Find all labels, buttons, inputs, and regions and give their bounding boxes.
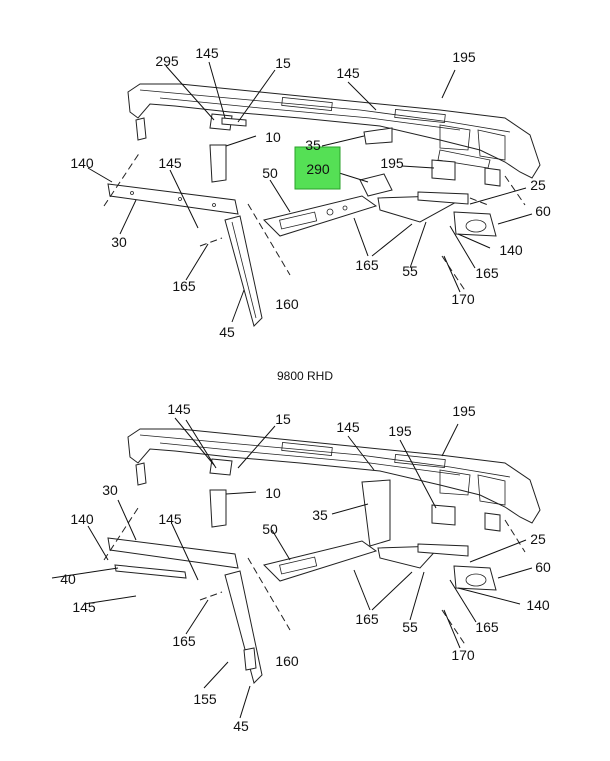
top-label-15: 15 xyxy=(275,55,291,71)
top-label-165: 165 xyxy=(475,265,499,281)
top-label-295: 295 xyxy=(155,53,179,69)
bottom-label-10: 10 xyxy=(265,485,281,501)
bottom-label-15: 15 xyxy=(275,411,291,427)
bottom-label-145: 145 xyxy=(158,511,182,527)
top-label-145: 145 xyxy=(158,155,182,171)
top-label-10: 10 xyxy=(265,129,281,145)
top-label-140: 140 xyxy=(499,242,523,258)
top-label-165: 165 xyxy=(355,257,379,273)
bottom-label-195: 195 xyxy=(452,403,476,419)
top-label-145: 145 xyxy=(195,45,219,61)
bottom-label-55: 55 xyxy=(402,619,418,635)
bottom-label-145: 145 xyxy=(336,419,360,435)
bottom-label-165: 165 xyxy=(355,611,379,627)
bottom-label-50: 50 xyxy=(262,521,278,537)
bottom-label-140: 140 xyxy=(526,597,550,613)
top-label-195: 195 xyxy=(380,155,404,171)
top-label-165: 165 xyxy=(172,278,196,294)
top-assembly xyxy=(87,61,541,327)
bottom-assembly xyxy=(51,417,541,719)
bottom-label-160: 160 xyxy=(275,653,299,669)
top-label-25: 25 xyxy=(530,177,546,193)
bottom-label-60: 60 xyxy=(535,559,551,575)
bottom-label-165: 165 xyxy=(172,633,196,649)
bottom-label-25: 25 xyxy=(530,531,546,547)
top-label-50: 50 xyxy=(262,165,278,181)
highlight-box xyxy=(294,146,341,190)
top-label-30: 30 xyxy=(111,234,127,250)
bottom-label-35: 35 xyxy=(312,507,328,523)
top-label-160: 160 xyxy=(275,296,299,312)
bottom-label-165: 165 xyxy=(475,619,499,635)
top-label-195: 195 xyxy=(452,49,476,65)
bottom-label-140: 140 xyxy=(70,511,94,527)
bottom-label-40: 40 xyxy=(60,571,76,587)
top-label-55: 55 xyxy=(402,263,418,279)
bottom-label-45: 45 xyxy=(233,718,249,734)
bottom-label-155: 155 xyxy=(193,691,217,707)
top-label-60: 60 xyxy=(535,203,551,219)
bottom-label-145: 145 xyxy=(72,599,96,615)
top-label-140: 140 xyxy=(70,155,94,171)
bottom-label-170: 170 xyxy=(451,647,475,663)
top-label-170: 170 xyxy=(451,291,475,307)
top-label-35: 35 xyxy=(305,137,321,153)
bottom-label-30: 30 xyxy=(102,482,118,498)
bottom-label-145: 145 xyxy=(167,401,191,417)
diagram-caption: 9800 RHD xyxy=(277,369,333,383)
top-label-45: 45 xyxy=(219,324,235,340)
bottom-labels: 145 15 145 195 195 30 10 140 145 35 50 25 40 60 145 165… xyxy=(60,401,551,734)
highlight-label-290: 290 xyxy=(306,161,330,177)
top-label-145: 145 xyxy=(336,65,360,81)
bottom-label-195: 195 xyxy=(388,423,412,439)
